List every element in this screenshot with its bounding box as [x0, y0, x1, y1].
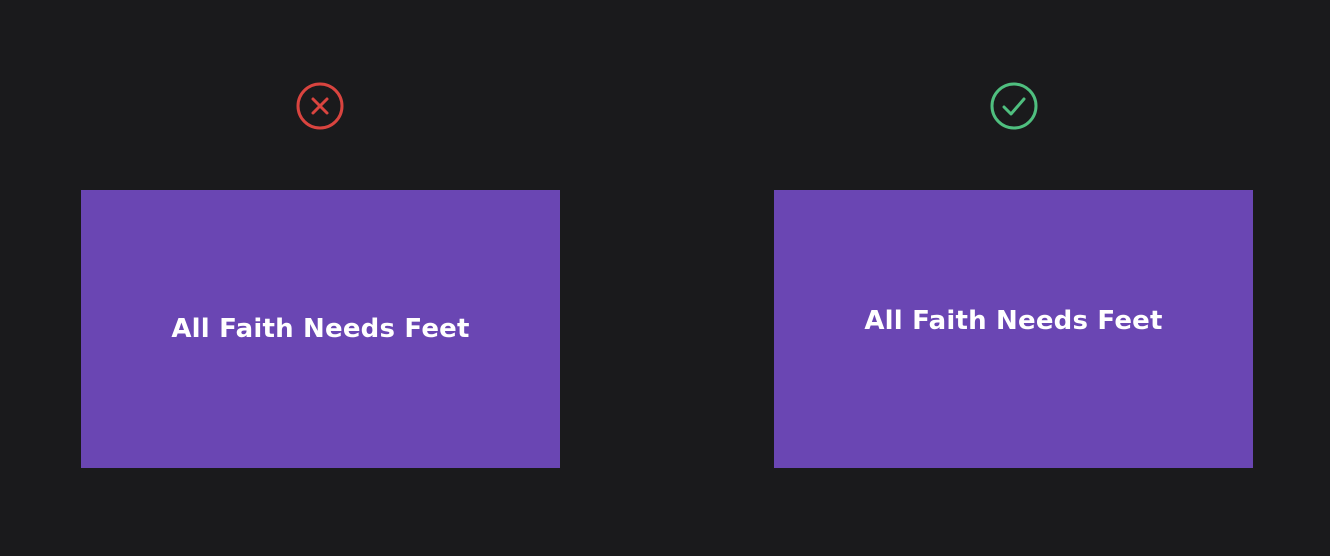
check-circle-icon: [990, 82, 1038, 130]
wrong-example-text: All Faith Needs Feet: [171, 314, 470, 344]
right-example-panel: All Faith Needs Feet: [774, 190, 1253, 468]
wrong-example-panel: All Faith Needs Feet: [81, 190, 560, 468]
x-circle-icon: [296, 82, 344, 130]
right-example-text: All Faith Needs Feet: [864, 306, 1163, 336]
